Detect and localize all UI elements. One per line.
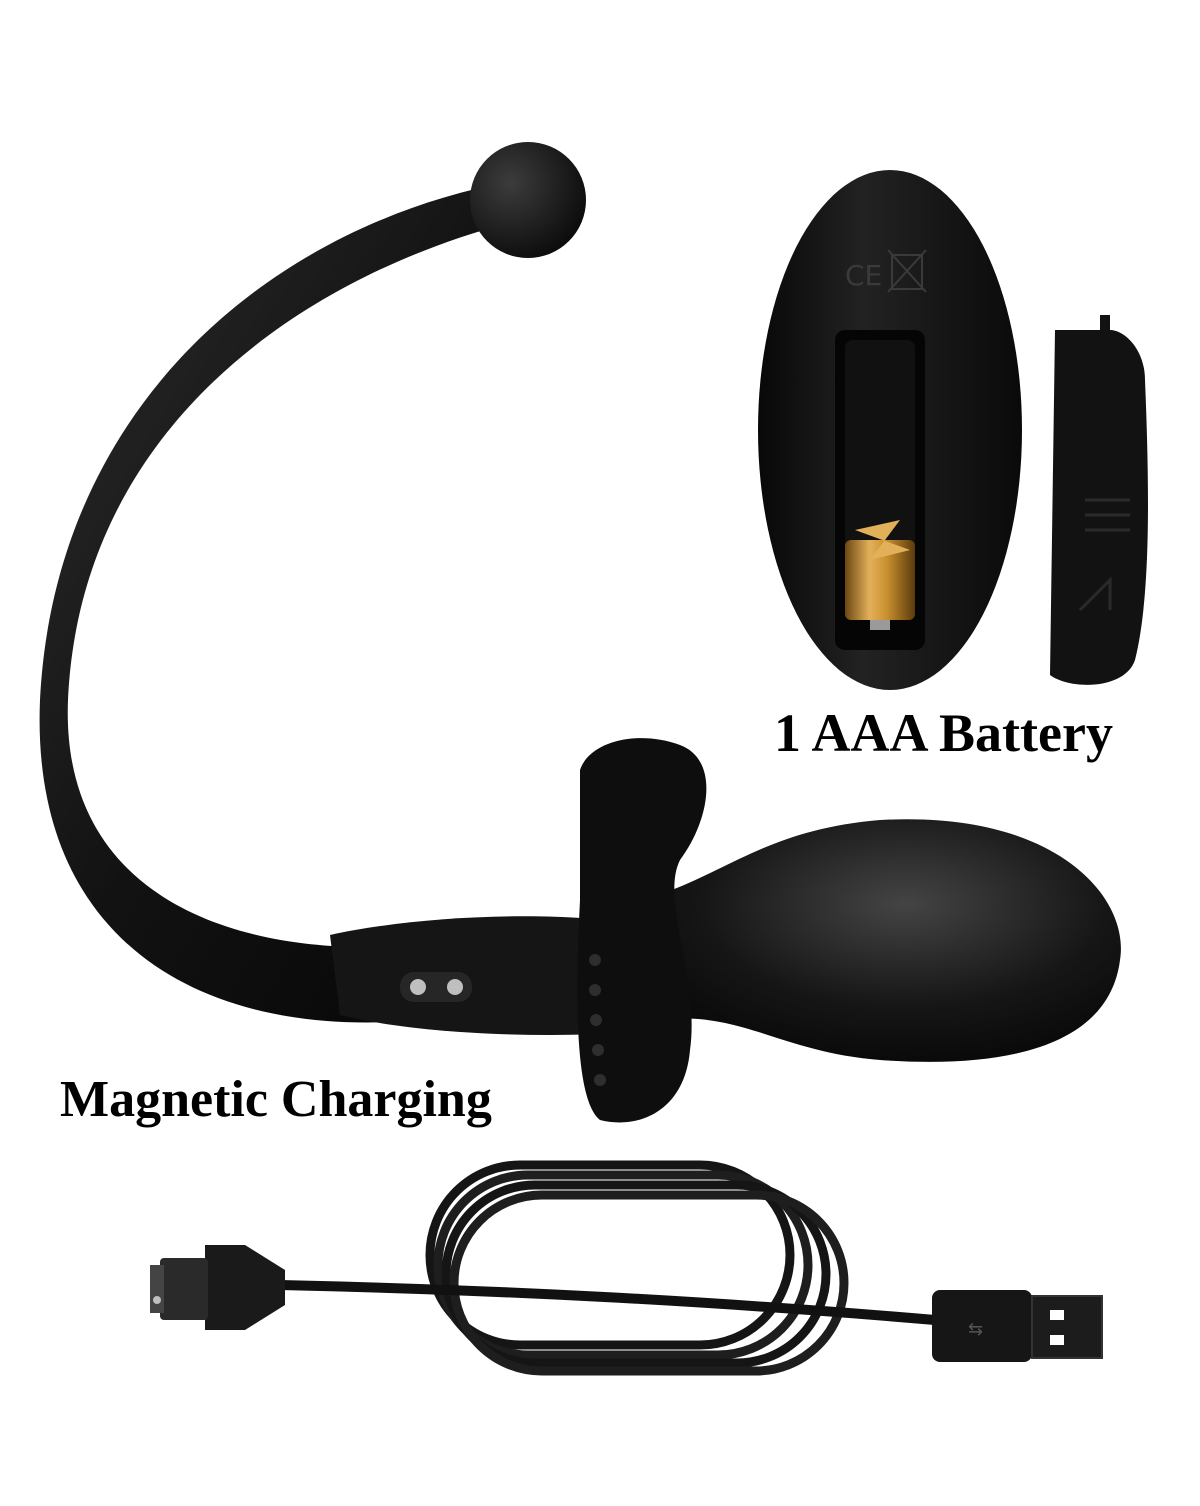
usb-plug-icon: ⇆	[932, 1290, 1103, 1362]
battery-cover	[1050, 315, 1148, 685]
svg-text:⇆: ⇆	[968, 1319, 983, 1340]
charging-caption: Magnetic Charging	[60, 1071, 492, 1128]
remote-control: CE	[758, 170, 1022, 690]
battery-caption: 1 AAA Battery	[774, 703, 1113, 763]
device-flange	[577, 738, 707, 1123]
charging-contacts-icon	[400, 972, 472, 1002]
magnetic-connector-icon	[150, 1245, 285, 1330]
device-ball-tip	[470, 142, 586, 258]
device-arm	[39, 180, 540, 1023]
recycle-bin-icon	[887, 249, 927, 293]
charging-cable	[279, 1160, 936, 1376]
device-bulb	[640, 819, 1121, 1062]
ce-mark-icon: CE	[845, 259, 882, 292]
battery-icon	[845, 340, 915, 630]
